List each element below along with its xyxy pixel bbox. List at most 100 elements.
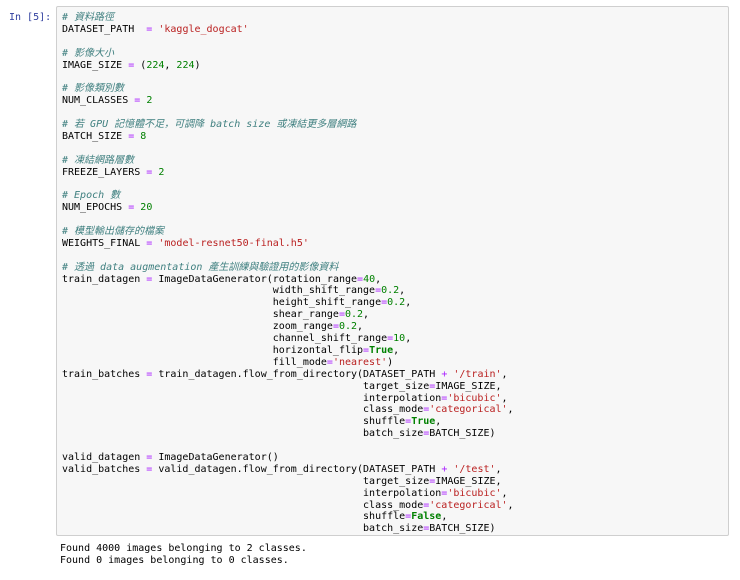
code-line: NUM_CLASSES = 2 — [62, 95, 514, 107]
code-token: = — [429, 475, 436, 487]
code-line: valid_datagen = ImageDataGenerator() — [62, 452, 514, 464]
code-line — [62, 107, 514, 119]
code-token: target_size — [62, 380, 430, 392]
code-token: , — [399, 285, 406, 297]
code-token: , — [405, 333, 412, 345]
code-token: 0.2 — [381, 285, 400, 297]
code-token: = — [363, 344, 370, 356]
code-line: train_batches = train_datagen.flow_from_… — [62, 369, 514, 381]
code-token: True — [369, 344, 394, 356]
output-line: Found 4000 images belonging to 2 classes… — [60, 543, 307, 554]
code-line: batch_size=BATCH_SIZE) — [62, 428, 514, 440]
code-line: # 凍結網路層數 — [62, 155, 514, 167]
code-token: valid_batches — [62, 463, 147, 475]
code-token: # 若 GPU 記憶體不足，可調降 batch size 或凍結更多層網路 — [62, 119, 357, 131]
code-token: 0.2 — [387, 297, 406, 309]
code-token: class_mode — [62, 404, 424, 416]
code-token: ImageDataGenerator() — [152, 451, 279, 463]
code-token: = — [423, 523, 430, 535]
code-token: = — [381, 297, 388, 309]
code-token: # 透過 data augmentation 產生訓練與驗證用的影像資料 — [62, 261, 339, 273]
code-token: , — [405, 297, 412, 309]
cell-prompt: In [5]: — [9, 12, 52, 23]
code-line: # Epoch 數 — [62, 190, 514, 202]
code-token: shear_range — [62, 309, 339, 321]
code-token: = — [338, 309, 345, 321]
code-token: = — [146, 368, 153, 380]
code-token: = — [128, 202, 135, 214]
code-token: , — [507, 404, 514, 416]
code-token: 2 — [146, 95, 153, 107]
code-token: , — [501, 487, 508, 499]
code-token: DATASET_PATH — [62, 23, 147, 35]
code-token: height_shift_range — [62, 297, 382, 309]
code-token: BATCH_SIZE) — [429, 428, 496, 440]
code-token: valid_datagen — [62, 451, 147, 463]
code-token: 40 — [363, 273, 376, 285]
code-token: = — [326, 356, 333, 368]
code-token: shuffle — [62, 511, 406, 523]
code-line: # 影像大小 — [62, 48, 514, 60]
code-line: shuffle=False, — [62, 511, 514, 523]
code-token: True — [411, 416, 436, 428]
code-line: shuffle=True, — [62, 416, 514, 428]
code-line: width_shift_range=0.2, — [62, 285, 514, 297]
code-line: class_mode='categorical', — [62, 500, 514, 512]
code-token: , — [375, 273, 382, 285]
code-token: IMAGE_SIZE, — [435, 380, 502, 392]
code-token: , — [164, 59, 177, 71]
code-line: shear_range=0.2, — [62, 309, 514, 321]
output-line: Found 0 images belonging to 0 classes. — [60, 554, 289, 566]
code-token: = — [146, 166, 153, 178]
code-token: 'categorical' — [429, 499, 508, 511]
code-line: BATCH_SIZE = 8 — [62, 131, 514, 143]
code-token: , — [435, 416, 442, 428]
code-token: class_mode — [62, 499, 424, 511]
code-token: '/test' — [453, 463, 496, 475]
code-token: ) — [387, 356, 394, 368]
code-token: 'nearest' — [332, 356, 388, 368]
code-token: , — [501, 392, 508, 404]
code-token: channel_shift_range — [62, 333, 388, 345]
code-token: 20 — [140, 202, 153, 214]
code-token: # 資料路徑 — [62, 12, 115, 23]
code-line — [62, 178, 514, 190]
code-token: = — [423, 428, 430, 440]
code-token: , — [393, 344, 400, 356]
code-line: DATASET_PATH = 'kaggle_dogcat' — [62, 24, 514, 36]
code-token: 'model-resnet50-final.h5' — [158, 237, 309, 249]
code-token: = — [146, 463, 153, 475]
code-token: # Epoch 數 — [62, 190, 121, 202]
code-token: 0.2 — [338, 321, 358, 333]
code-token: zoom_range — [62, 321, 333, 333]
code-token: train_datagen — [62, 273, 147, 285]
code-token: target_size — [62, 475, 430, 487]
code-line — [62, 143, 514, 155]
code-token: = — [332, 321, 339, 333]
code-token: interpolation — [62, 487, 442, 499]
code-token: = — [146, 451, 153, 463]
code-token: 2 — [158, 166, 165, 178]
code-token: = — [128, 130, 135, 142]
code-token: BATCH_SIZE) — [429, 523, 496, 535]
code-line: NUM_EPOCHS = 20 — [62, 202, 514, 214]
code-line: # 資料路徑 — [62, 12, 514, 24]
code-token: , — [495, 463, 502, 475]
code-token: IMAGE_SIZE, — [435, 475, 502, 487]
code-token: # 影像大小 — [62, 47, 115, 59]
code-token: = — [405, 511, 412, 523]
code-token: = — [387, 333, 394, 345]
code-token: 'kaggle_dogcat' — [158, 23, 249, 35]
code-line: # 影像類別數 — [62, 83, 514, 95]
code-token: # 模型輸出儲存的檔案 — [62, 226, 165, 238]
code-token: = — [405, 416, 412, 428]
code-line: # 模型輸出儲存的檔案 — [62, 226, 514, 238]
code-token: = — [423, 499, 430, 511]
code-token: 10 — [393, 333, 406, 345]
code-token: train_datagen.flow_from_directory(DATASE… — [152, 368, 442, 380]
code-token: width_shift_range — [62, 285, 376, 297]
code-token: = — [441, 392, 448, 404]
code-token: BATCH_SIZE — [62, 130, 129, 142]
